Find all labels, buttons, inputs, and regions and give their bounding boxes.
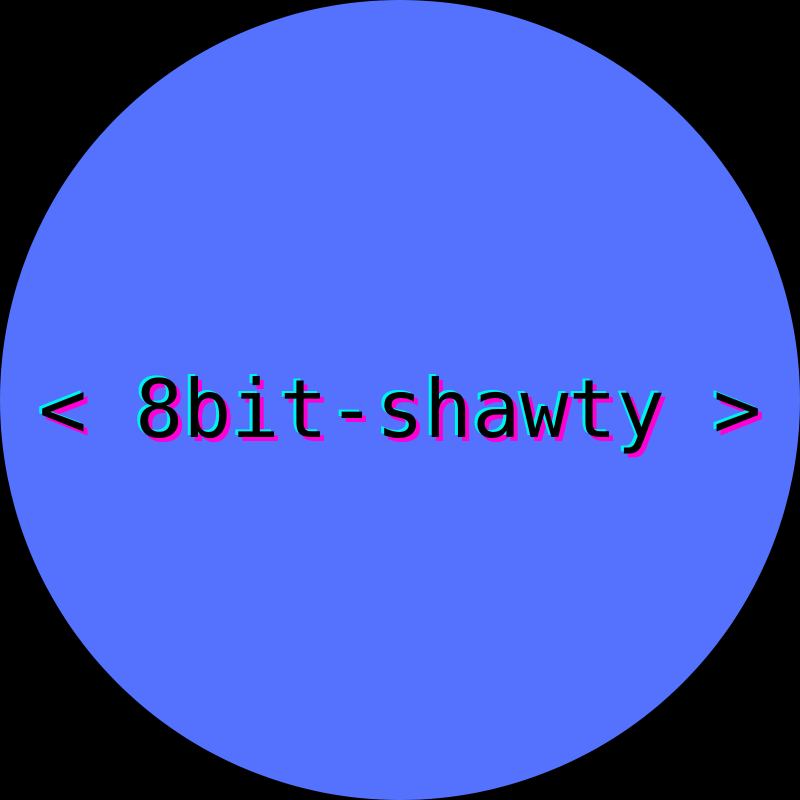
logo-text: < 8bit-shawty >	[38, 363, 762, 456]
logo-text-cyan-shadow: < 8bit-shawty >	[35, 361, 759, 454]
logo-text-magenta-shadow: < 8bit-shawty >	[42, 367, 766, 460]
logo-glitch-stack: < 8bit-shawty > < 8bit-shawty > < 8bit-s…	[0, 360, 800, 460]
